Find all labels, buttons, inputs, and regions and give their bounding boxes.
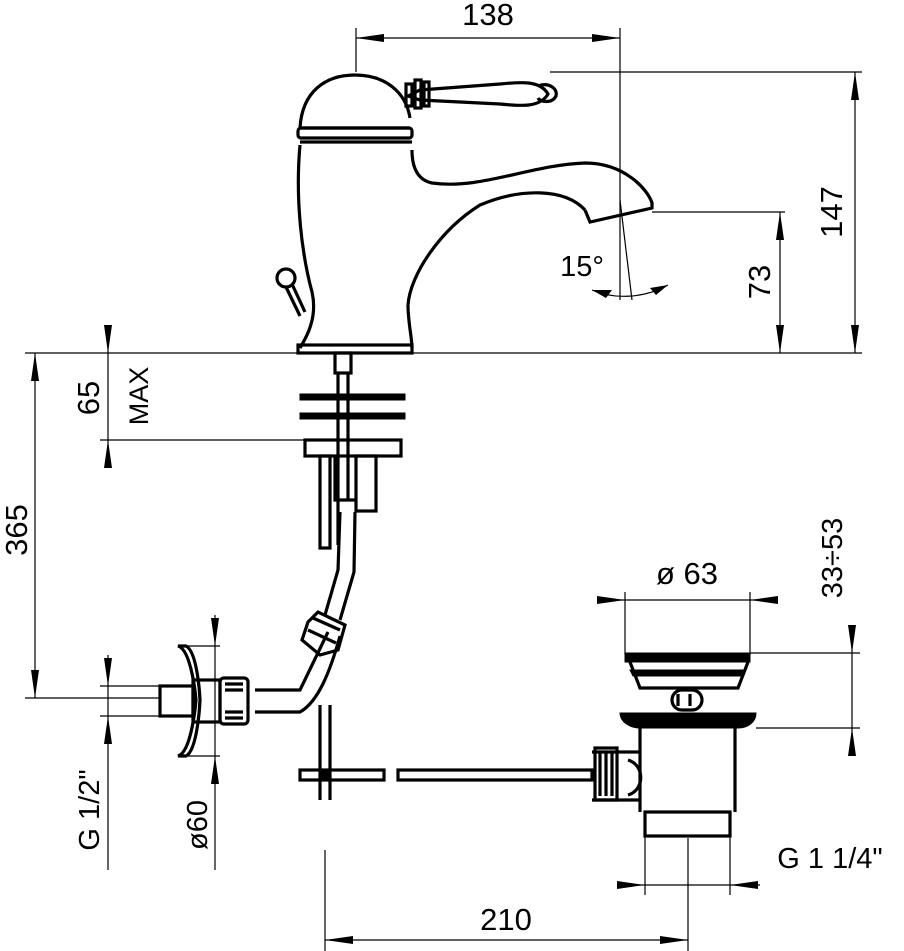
pop-up-waste [592,652,757,838]
dim-g-1-1-4: G 1 1/4" [777,843,882,875]
wall-connection [158,644,250,758]
dim-210: 210 [480,902,532,937]
deck-mounting [299,351,406,550]
dim-max: MAX [124,367,154,426]
dim-73: 73 [742,265,777,299]
supply-hose [255,511,357,714]
dim-365: 365 [0,504,34,556]
dim-dia-63: ø 63 [656,556,718,591]
dim-138: 138 [462,0,514,32]
dim-g-half: G 1/2" [74,769,106,850]
dim-65: 65 [71,381,106,415]
dim-33-53: 33÷53 [817,518,849,598]
dim-dia-60: ø60 [182,800,214,850]
dimension-lines [25,28,862,951]
faucet-body [296,73,654,355]
lever-handle [403,78,558,110]
popup-knob [275,267,307,317]
dim-147: 147 [814,186,849,238]
dim-15-deg: 15° [560,251,604,283]
popup-rod [298,705,594,800]
